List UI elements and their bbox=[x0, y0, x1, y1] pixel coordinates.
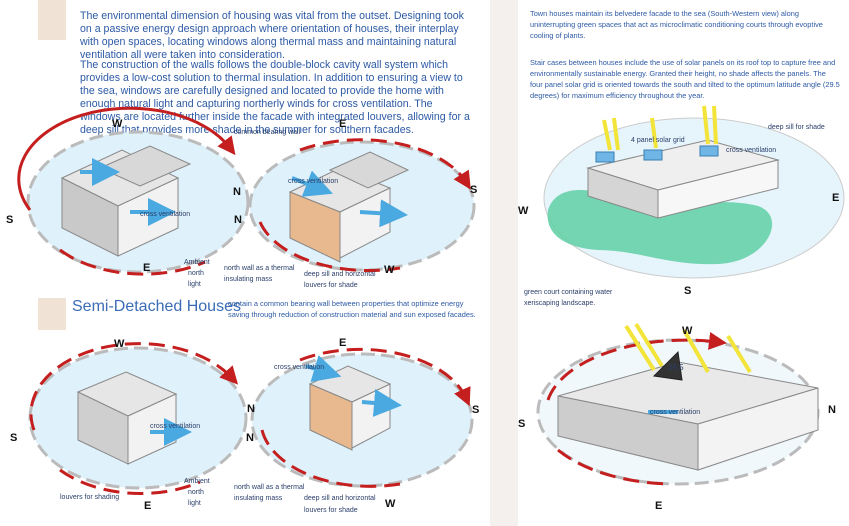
green-court-label-line2: xeriscaping landscape. bbox=[524, 299, 595, 309]
ambient-light-label-line2: north bbox=[188, 269, 204, 279]
direction-north: N bbox=[247, 403, 255, 415]
deep-sill-label-line2: louvers for shade bbox=[304, 281, 358, 291]
direction-north: N bbox=[233, 186, 241, 198]
direction-east: E bbox=[143, 262, 150, 274]
direction-east: E bbox=[832, 192, 839, 204]
direction-south: S bbox=[684, 285, 691, 297]
direction-north: N bbox=[828, 404, 836, 416]
direction-west: W bbox=[682, 325, 692, 337]
direction-west: W bbox=[518, 205, 528, 217]
direction-north: N bbox=[234, 214, 242, 226]
solar-grid-label: 4 panel solar grid bbox=[631, 136, 685, 146]
green-court-label-line1: green court containing water bbox=[524, 288, 612, 298]
cross-ventilation-label: cross ventilation bbox=[150, 422, 200, 432]
semi-detached-pair-diagram bbox=[250, 140, 474, 271]
left-page: The environmental dimension of housing w… bbox=[0, 0, 490, 526]
louvers-shading-label: louvers for shading bbox=[60, 493, 119, 503]
deep-sill-label-line1: deep sill and horizontal bbox=[304, 270, 376, 280]
direction-east: E bbox=[655, 500, 662, 512]
semi-detached-single-diagram bbox=[30, 344, 246, 494]
cross-ventilation-label: cross ventilation bbox=[650, 408, 700, 418]
cross-ventilation-label: cross ventilation bbox=[140, 210, 190, 220]
page-gutter bbox=[490, 0, 518, 526]
ambient-light-label-line1: Ambient bbox=[184, 477, 210, 487]
direction-south: S bbox=[470, 184, 477, 196]
right-page: Town houses maintain its belvedere facad… bbox=[518, 0, 849, 526]
deep-sill-shade-label: deep sill for shade bbox=[768, 123, 825, 133]
direction-north: N bbox=[246, 432, 254, 444]
direction-south: S bbox=[10, 432, 17, 444]
ambient-light-label-line2: north bbox=[188, 488, 204, 498]
direction-east: E bbox=[339, 337, 346, 349]
ambient-light-label-line3: light bbox=[188, 499, 201, 509]
deep-sill-label-line1: deep sill and horizontal bbox=[304, 494, 376, 504]
town-house-section-diagram bbox=[538, 324, 818, 484]
direction-east: E bbox=[144, 500, 151, 512]
cross-ventilation-label: cross ventilation bbox=[288, 177, 338, 187]
north-wall-label-line1: north wall as a thermal bbox=[224, 264, 294, 274]
north-wall-label-line2: insulating mass bbox=[234, 494, 282, 504]
ambient-light-label-line3: light bbox=[188, 280, 201, 290]
town-house-diagrams bbox=[518, 0, 849, 526]
north-wall-label-line1: north wall as a thermal bbox=[234, 483, 304, 493]
cross-ventilation-label: cross ventilation bbox=[274, 363, 324, 373]
direction-west: W bbox=[385, 498, 395, 510]
ambient-light-label-line1: Ambient bbox=[184, 258, 210, 268]
solar-angle-label: 29.5 bbox=[668, 363, 684, 373]
cross-ventilation-label: cross ventilation bbox=[726, 146, 776, 156]
common-bearing-wall-label: common bearing wall bbox=[234, 128, 300, 138]
direction-west: W bbox=[114, 338, 124, 350]
direction-west: W bbox=[384, 264, 394, 276]
direction-south: S bbox=[472, 404, 479, 416]
direction-west: W bbox=[112, 118, 122, 130]
north-wall-label-line2: insulating mass bbox=[224, 275, 272, 285]
orientation-diagrams bbox=[0, 0, 490, 526]
deep-sill-label-line2: louvers for shade bbox=[304, 506, 358, 516]
detached-house-diagram bbox=[19, 108, 248, 274]
direction-south: S bbox=[6, 214, 13, 226]
direction-east: E bbox=[339, 118, 346, 130]
direction-south: S bbox=[518, 418, 525, 430]
